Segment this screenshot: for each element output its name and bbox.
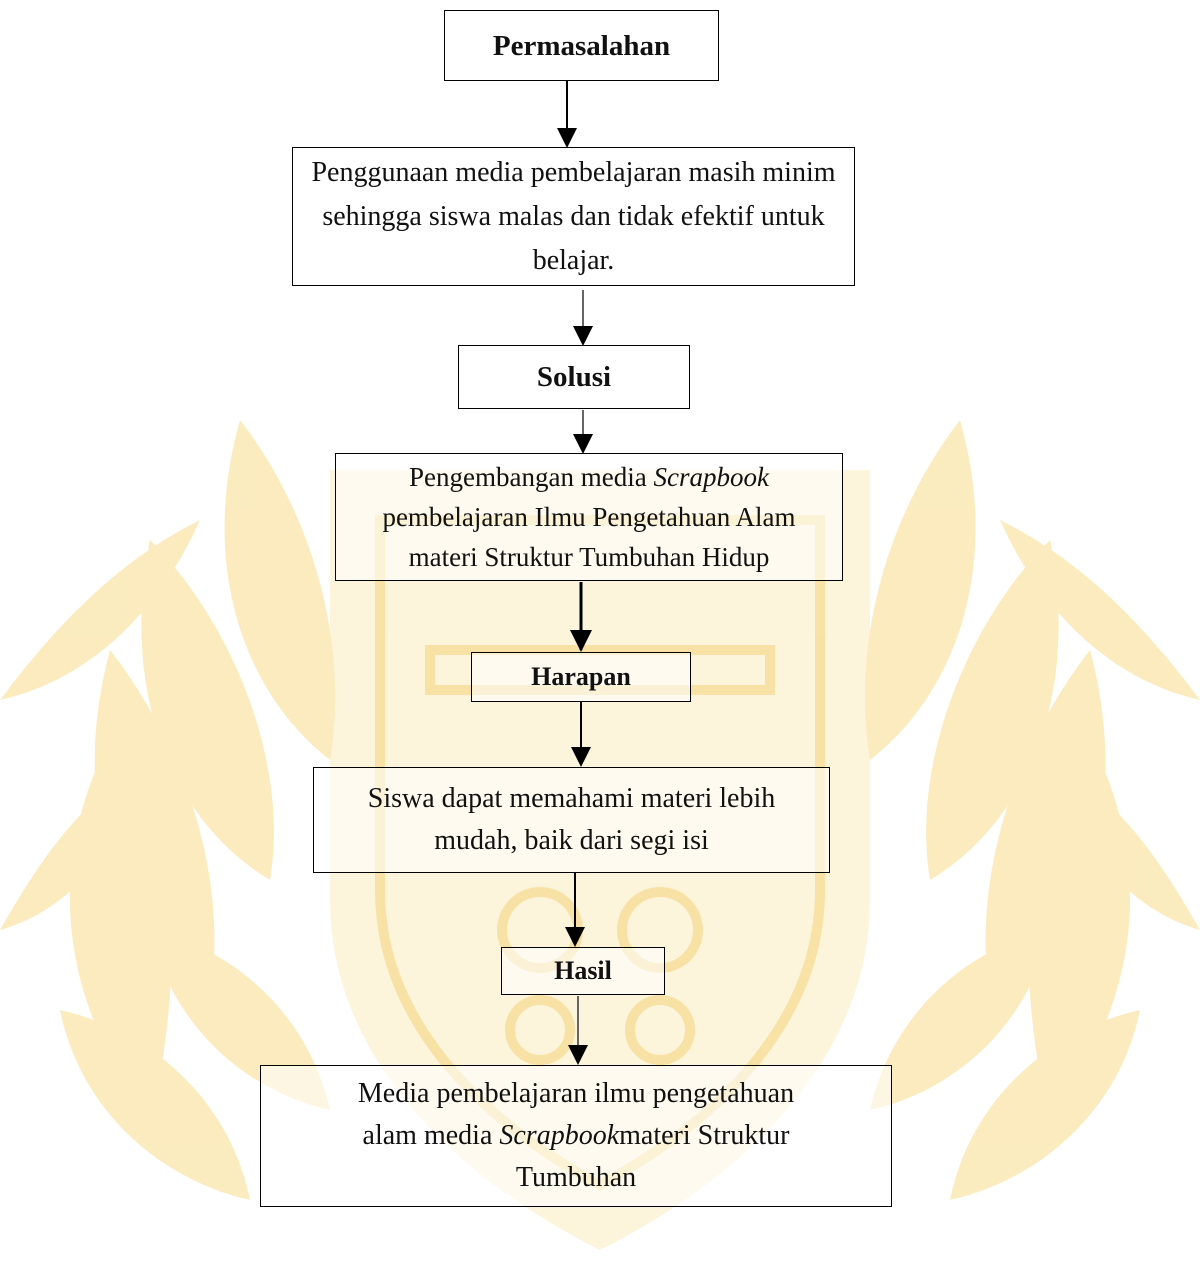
node-hasil-detail-text-post: materi Struktur Tumbuhan (515, 1120, 790, 1193)
node-solusi-detail: Pengembangan media Scrapbook pembelajara… (335, 453, 843, 581)
node-hasil-label: Hasil (554, 956, 612, 985)
arrow-solusi-to-detail-head (573, 434, 593, 454)
node-harapan-label: Harapan (531, 662, 631, 691)
node-hasil-detail: Media pembelajaran ilmu pengetahuan alam… (260, 1065, 892, 1207)
node-hasil-detail-text-italic: Scrapbook (499, 1120, 620, 1151)
node-permasalahan-label: Permasalahan (492, 29, 671, 62)
node-harapan-detail: Siswa dapat memahami materi lebih mudah,… (313, 767, 830, 873)
node-masalah-detail-text: Penggunaan media pembelajaran masih mini… (311, 156, 836, 276)
node-solusi: Solusi (458, 345, 690, 409)
node-harapan-detail-text: Siswa dapat memahami materi lebih mudah,… (367, 783, 776, 856)
node-solusi-detail-text: Pengembangan media Scrapbook pembelajara… (350, 457, 828, 577)
node-solusi-detail-text-pre: Pengembangan media (409, 462, 654, 492)
node-hasil-detail-text: Media pembelajaran ilmu pengetahuan alam… (331, 1073, 821, 1199)
node-solusi-label: Solusi (536, 361, 612, 393)
arrow-permasalahan-to-masalah-head (557, 128, 577, 148)
node-solusi-detail-text-post: pembelajaran Ilmu Pengetahuan Alam mater… (382, 502, 796, 572)
node-harapan: Harapan (471, 652, 691, 702)
node-masalah-detail: Penggunaan media pembelajaran masih mini… (292, 147, 855, 286)
arrow-harapan-detail-to-hasil-head (565, 927, 585, 947)
arrow-detail-to-harapan-head (570, 630, 592, 652)
arrow-harapan-to-detail-head (571, 747, 591, 767)
node-permasalahan: Permasalahan (444, 10, 719, 81)
node-hasil: Hasil (501, 947, 665, 995)
node-solusi-detail-text-italic: Scrapbook (653, 462, 769, 492)
arrow-hasil-to-detail-head (568, 1045, 588, 1065)
node-hasil-detail-text-pre: Media pembelajaran ilmu pengetahuan alam… (357, 1078, 795, 1151)
arrow-masalah-to-solusi-head (573, 326, 593, 346)
